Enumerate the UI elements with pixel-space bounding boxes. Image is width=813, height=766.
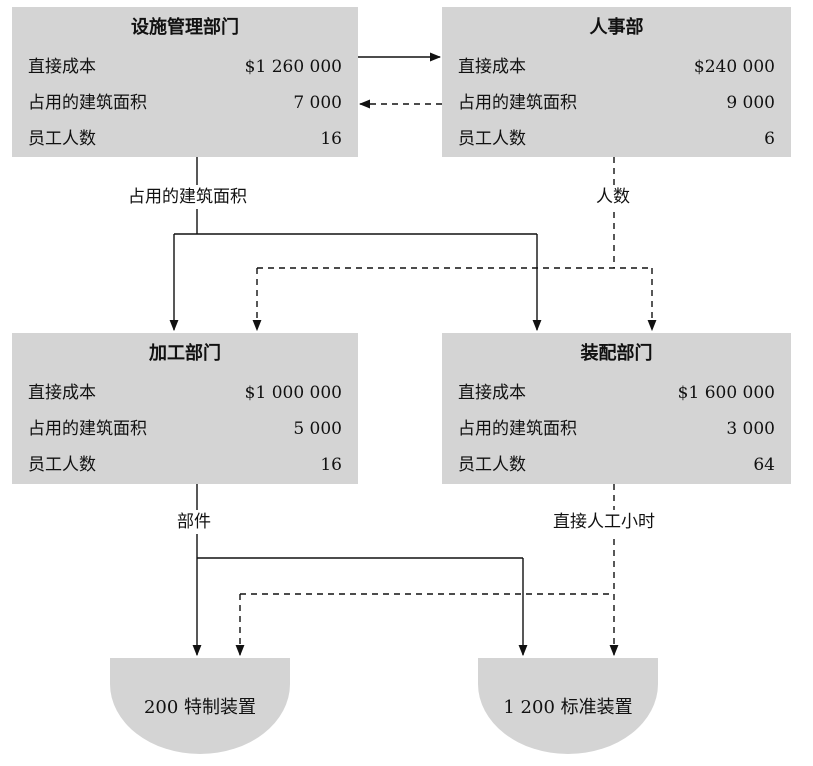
- dept-facilities-floor-space: 占用的建筑面积 7 000: [28, 85, 342, 121]
- row-value: 9 000: [726, 93, 775, 113]
- row-label: 占用的建筑面积: [28, 419, 147, 439]
- row-label: 直接成本: [28, 57, 96, 77]
- row-value: 16: [320, 129, 342, 149]
- row-value: $1 260 000: [244, 57, 342, 77]
- row-label: 占用的建筑面积: [28, 93, 147, 113]
- dept-hr: 人事部 直接成本 $240 000 占用的建筑面积 9 000 员工人数 6: [442, 7, 791, 157]
- product-standard-label: 1 200 标准装置: [503, 697, 633, 718]
- row-value: 3 000: [726, 419, 775, 439]
- dept-hr-floor-space: 占用的建筑面积 9 000: [458, 85, 775, 121]
- row-value: $1 600 000: [677, 383, 775, 403]
- edge-label-direct-labor-hours: 直接人工小时: [549, 510, 659, 534]
- row-value: 6: [764, 129, 775, 149]
- row-value: 5 000: [293, 419, 342, 439]
- dept-machining: 加工部门 直接成本 $1 000 000 占用的建筑面积 5 000 员工人数 …: [12, 333, 358, 484]
- dept-machining-headcount: 员工人数 16: [28, 447, 342, 483]
- dept-machining-direct-cost: 直接成本 $1 000 000: [28, 375, 342, 411]
- row-value: 16: [320, 455, 342, 475]
- edge-label-floor-space: 占用的建筑面积: [124, 185, 251, 209]
- row-value: $240 000: [693, 57, 775, 77]
- row-label: 员工人数: [28, 455, 96, 475]
- dept-machining-title: 加工部门: [149, 343, 221, 364]
- dept-facilities-headcount: 员工人数 16: [28, 121, 342, 157]
- row-label: 占用的建筑面积: [458, 93, 577, 113]
- row-label: 占用的建筑面积: [458, 419, 577, 439]
- dept-facilities: 设施管理部门 直接成本 $1 260 000 占用的建筑面积 7 000 员工人…: [12, 7, 358, 157]
- dept-facilities-title: 设施管理部门: [131, 17, 239, 38]
- row-label: 员工人数: [458, 455, 526, 475]
- row-value: $1 000 000: [244, 383, 342, 403]
- row-label: 直接成本: [458, 383, 526, 403]
- edge-label-headcount: 人数: [592, 185, 634, 209]
- product-special-label: 200 特制装置: [143, 697, 257, 718]
- dept-facilities-direct-cost: 直接成本 $1 260 000: [28, 49, 342, 85]
- dept-assembly-headcount: 员工人数 64: [458, 447, 775, 483]
- row-label: 直接成本: [458, 57, 526, 77]
- edge-label-parts: 部件: [173, 510, 215, 534]
- dept-hr-headcount: 员工人数 6: [458, 121, 775, 157]
- row-label: 直接成本: [28, 383, 96, 403]
- dept-assembly: 装配部门 直接成本 $1 600 000 占用的建筑面积 3 000 员工人数 …: [442, 333, 791, 484]
- row-value: 64: [753, 455, 775, 475]
- row-label: 员工人数: [458, 129, 526, 149]
- dept-machining-floor-space: 占用的建筑面积 5 000: [28, 411, 342, 447]
- dept-assembly-title: 装配部门: [580, 343, 653, 364]
- dept-hr-title: 人事部: [589, 17, 644, 38]
- dept-assembly-floor-space: 占用的建筑面积 3 000: [458, 411, 775, 447]
- dept-assembly-direct-cost: 直接成本 $1 600 000: [458, 375, 775, 411]
- row-value: 7 000: [293, 93, 342, 113]
- dept-hr-direct-cost: 直接成本 $240 000: [458, 49, 775, 85]
- row-label: 员工人数: [28, 129, 96, 149]
